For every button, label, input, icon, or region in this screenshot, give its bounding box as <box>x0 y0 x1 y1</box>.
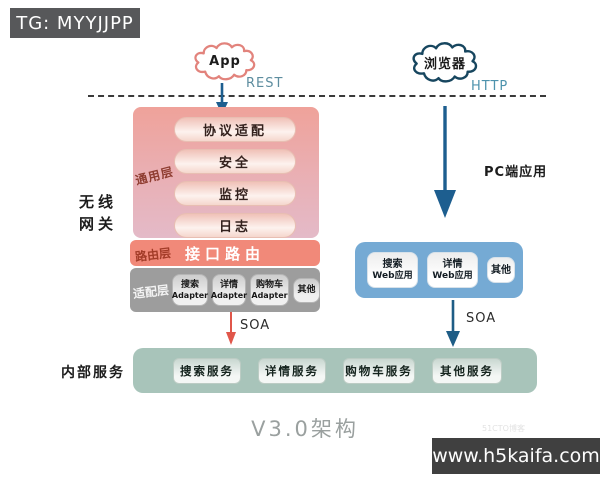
tg-badge-text: TG: MYYJJPP <box>16 12 134 34</box>
common-item-monitor: 监控 <box>174 181 296 206</box>
common-item-protocol: 协议适配 <box>174 117 296 142</box>
internal-services-items: 搜索服务 详情服务 购物车服务 其他服务 <box>173 348 502 393</box>
network-boundary-line <box>88 95 546 97</box>
service-item-detail: 详情服务 <box>258 357 326 384</box>
web-item-other: 其他 <box>487 257 515 283</box>
soa-right-label: SOA <box>466 311 497 326</box>
adapter-item-detail: 详情 Adapter <box>211 274 247 306</box>
app-cloud: App <box>193 38 257 84</box>
routing-layer-box: 路由层 接口路由 <box>130 240 320 266</box>
adapter-item-cart: 购物车 Adapter <box>250 274 289 306</box>
site-watermark-url: www.h5kaifa.com <box>432 445 600 467</box>
app-cloud-label: App <box>209 53 241 69</box>
wireless-gateway-label-line2: 网关 <box>78 215 117 233</box>
web-item-detail: 详情 Web应用 <box>427 252 478 288</box>
browser-down-arrow-icon <box>434 106 456 218</box>
common-layer-label: 通用层 <box>134 164 176 188</box>
browser-cloud: 浏览器 <box>411 40 479 84</box>
service-item-other: 其他服务 <box>432 357 502 384</box>
common-layer-items: 协议适配 安全 监控 日志 <box>174 117 296 238</box>
site-watermark-bar: www.h5kaifa.com <box>432 438 600 474</box>
soa-right-arrow-icon <box>446 300 460 347</box>
wireless-gateway-label-line1: 无线 <box>78 193 117 211</box>
adapter-item-other: 其他 <box>293 277 320 303</box>
internal-services-label: 内部服务 <box>61 365 125 381</box>
common-layer-box: 通用层 协议适配 安全 监控 日志 <box>133 107 319 238</box>
browser-cloud-label: 浏览器 <box>423 56 466 72</box>
adapter-layer-label: 适配层 <box>132 282 170 302</box>
common-item-log: 日志 <box>174 213 296 238</box>
faint-watermark: 51CTO博客 <box>482 424 525 433</box>
soa-left-label: SOA <box>240 318 271 333</box>
wireless-gateway-label: 无线 网关 <box>74 191 122 235</box>
service-item-search: 搜索服务 <box>173 357 241 384</box>
tg-badge: TG: MYYJJPP <box>10 8 140 38</box>
internal-services-box: 搜索服务 详情服务 购物车服务 其他服务 <box>133 348 537 393</box>
cloud-icon <box>412 42 478 83</box>
routing-layer-label: 路由层 <box>134 245 172 265</box>
routing-layer-item: 接口路由 <box>184 244 265 263</box>
pc-app-label: PC端应用 <box>484 165 548 180</box>
web-app-items: 搜索 Web应用 详情 Web应用 其他 <box>367 242 515 298</box>
cloud-icon <box>194 42 256 81</box>
web-item-search: 搜索 Web应用 <box>367 252 418 288</box>
adapter-layer-items: 搜索 Adapter 详情 Adapter 购物车 Adapter 其他 <box>172 268 320 312</box>
common-item-security: 安全 <box>174 149 296 174</box>
diagram-title: V3.0架构 <box>251 417 359 441</box>
web-app-layer-box: 搜索 Web应用 详情 Web应用 其他 <box>355 242 523 298</box>
http-label: HTTP <box>471 79 509 94</box>
soa-left-arrow-icon <box>226 312 236 345</box>
adapter-item-search: 搜索 Adapter <box>172 274 208 306</box>
adapter-layer-box: 适配层 搜索 Adapter 详情 Adapter 购物车 Adapter 其他 <box>130 268 320 312</box>
rest-label: REST <box>246 76 284 91</box>
service-item-cart: 购物车服务 <box>343 357 415 384</box>
